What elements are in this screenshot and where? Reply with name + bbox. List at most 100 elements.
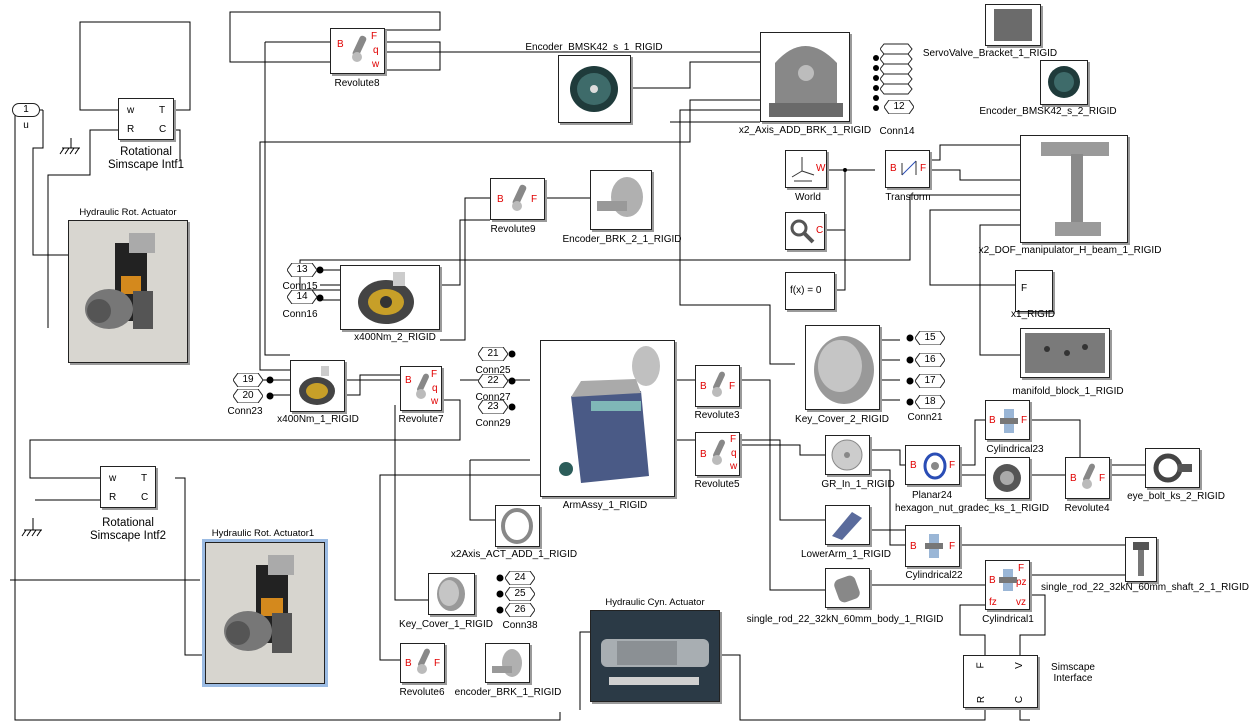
planar24-port-f: F bbox=[949, 460, 955, 471]
actuator-image bbox=[69, 221, 187, 362]
revolute9-block[interactable]: B F bbox=[490, 178, 545, 220]
manifold-label: manifold_block_1_RIGID bbox=[1012, 386, 1123, 397]
conn-tag-15-number: 15 bbox=[924, 332, 935, 343]
transform-port-f: F bbox=[920, 163, 926, 174]
gr-in-block[interactable] bbox=[825, 435, 870, 475]
world-label: World bbox=[795, 192, 821, 203]
bracket-icon bbox=[761, 33, 849, 121]
cylinder-actuator-image bbox=[591, 611, 719, 701]
key-cover-1-block[interactable] bbox=[428, 573, 475, 615]
revolute4-block[interactable]: B F bbox=[1065, 457, 1110, 499]
key-cover-2-block[interactable] bbox=[805, 325, 880, 410]
lower-arm-block[interactable] bbox=[825, 505, 870, 545]
hexagon-nut-block[interactable] bbox=[985, 457, 1030, 499]
cylindrical23-block[interactable]: B F bbox=[985, 400, 1030, 440]
x1-port-f: F bbox=[1021, 283, 1027, 294]
hydraulic-cyn-actuator[interactable] bbox=[590, 610, 720, 702]
rsi1-port-c: C bbox=[159, 124, 166, 135]
servovalve-bracket-block[interactable] bbox=[985, 4, 1041, 46]
conn-tag-24[interactable]: 24 bbox=[505, 571, 535, 585]
revolute5-label: Revolute5 bbox=[694, 479, 739, 490]
encoder-brk-2-block[interactable] bbox=[590, 170, 652, 230]
single-rod-shaft-block[interactable] bbox=[1125, 537, 1157, 582]
encoder-brk-1-block[interactable] bbox=[485, 643, 530, 683]
revolute9-port-f: F bbox=[531, 194, 537, 205]
bracket-icon bbox=[591, 171, 651, 229]
transform-block[interactable]: B F bbox=[885, 150, 930, 188]
cylindrical23-label: Cylindrical23 bbox=[986, 444, 1043, 455]
conn-tag-15[interactable]: 15 bbox=[915, 331, 945, 345]
revolute-icon bbox=[414, 648, 434, 680]
conn-tag-13[interactable]: 13 bbox=[287, 263, 317, 277]
h-beam-block[interactable] bbox=[1020, 135, 1128, 243]
encoder2-block[interactable] bbox=[1040, 60, 1088, 105]
revolute7-label: Revolute7 bbox=[398, 414, 443, 425]
conn-tag-22[interactable]: 22 bbox=[478, 374, 508, 388]
manifold-block[interactable] bbox=[1020, 328, 1110, 378]
conn-tag-16[interactable]: 16 bbox=[915, 353, 945, 367]
x1-block[interactable]: F bbox=[1015, 270, 1053, 312]
inport-label: u bbox=[23, 120, 29, 131]
x400nm-1-label: x400Nm_1_RIGID bbox=[277, 414, 359, 425]
cylindrical1-block[interactable]: B F pz fz vz bbox=[985, 560, 1030, 610]
conn-tag-18[interactable]: 18 bbox=[915, 395, 945, 409]
shaft-icon bbox=[1126, 538, 1156, 581]
cylinder-icon bbox=[826, 569, 869, 607]
gr-in-label: GR_In_1_RIGID bbox=[821, 479, 894, 490]
conn-tag-23-label: Conn29 bbox=[475, 418, 510, 429]
conn-tag-23[interactable]: 23 bbox=[478, 400, 508, 414]
single-rod-body-block[interactable] bbox=[825, 568, 870, 608]
rotational-simscape-intf2[interactable]: w T R C bbox=[100, 466, 156, 508]
inport-1[interactable]: 1 bbox=[12, 103, 40, 117]
encoder1-block[interactable] bbox=[558, 55, 631, 123]
x2axis-act-add-block[interactable] bbox=[495, 505, 540, 547]
x400nm-2-block[interactable] bbox=[340, 265, 440, 330]
conn-tag-26-number: 26 bbox=[514, 604, 525, 615]
revolute9-port-b: B bbox=[497, 194, 504, 205]
cylindrical22-block[interactable]: B F bbox=[905, 525, 960, 567]
conn-tag-17[interactable]: 17 bbox=[915, 374, 945, 388]
eye-bolt-block[interactable] bbox=[1145, 448, 1200, 488]
revolute5-block[interactable]: B F q w bbox=[695, 432, 740, 476]
actuator1-image bbox=[206, 543, 324, 683]
hra-title: Hydraulic Rot. Actuator bbox=[79, 207, 176, 218]
single-rod-shaft-label: single_rod_22_32kN_60mm_shaft_2_1_RIGID bbox=[1041, 582, 1249, 593]
armassy-block[interactable] bbox=[540, 340, 675, 497]
x2-axis-add-brk-block[interactable] bbox=[760, 32, 850, 122]
conn-tag-21[interactable]: 21 bbox=[478, 347, 508, 361]
motor-icon bbox=[341, 266, 439, 329]
revolute8-port-b: B bbox=[337, 39, 344, 50]
x400nm-1-block[interactable] bbox=[290, 360, 345, 412]
world-block[interactable]: W bbox=[785, 150, 827, 188]
planar24-block[interactable]: B F bbox=[905, 445, 960, 485]
revolute-icon bbox=[347, 35, 371, 67]
revolute9-label: Revolute9 bbox=[490, 224, 535, 235]
conn-tag-26[interactable]: 26 bbox=[505, 603, 535, 617]
rsi2-port-w: w bbox=[109, 473, 116, 484]
revolute8-port-q: q bbox=[373, 45, 379, 56]
cyl1-port-f: F bbox=[1018, 563, 1024, 574]
simscape-interface-block[interactable]: F V R C bbox=[963, 655, 1038, 708]
cyl1-port-pz: pz bbox=[1016, 577, 1027, 588]
revolute3-block[interactable]: B F bbox=[695, 365, 740, 407]
planar24-port-b: B bbox=[910, 460, 917, 471]
revolute7-block[interactable]: B F q w bbox=[400, 366, 442, 411]
revolute-icon bbox=[709, 371, 729, 403]
rotational-simscape-intf1[interactable]: w T R C bbox=[118, 98, 174, 140]
encoder-brk-1-label: encoder_BRK_1_RIGID bbox=[455, 687, 562, 698]
conn-tag-20[interactable]: 20 bbox=[233, 389, 263, 403]
constraint-fx-block[interactable]: f(x) = 0 bbox=[785, 272, 835, 310]
solver-config-block[interactable]: C bbox=[785, 212, 825, 250]
conn-tag-14[interactable]: 14 bbox=[287, 290, 317, 304]
revolute8-block[interactable]: B F q w bbox=[330, 28, 385, 74]
hydraulic-rot-actuator[interactable] bbox=[68, 220, 188, 363]
hydraulic-rot-actuator1[interactable] bbox=[205, 542, 325, 684]
rsi2-port-c: C bbox=[141, 492, 148, 503]
conn-tag-25[interactable]: 25 bbox=[505, 587, 535, 601]
conn-tag-14-number: 14 bbox=[296, 291, 307, 302]
motor-icon bbox=[291, 361, 344, 411]
x400nm-2-label: x400Nm_2_RIGID bbox=[354, 332, 436, 343]
encoder-icon bbox=[1041, 61, 1087, 104]
revolute6-block[interactable]: B F bbox=[400, 643, 445, 683]
conn-tag-19[interactable]: 19 bbox=[233, 373, 263, 387]
